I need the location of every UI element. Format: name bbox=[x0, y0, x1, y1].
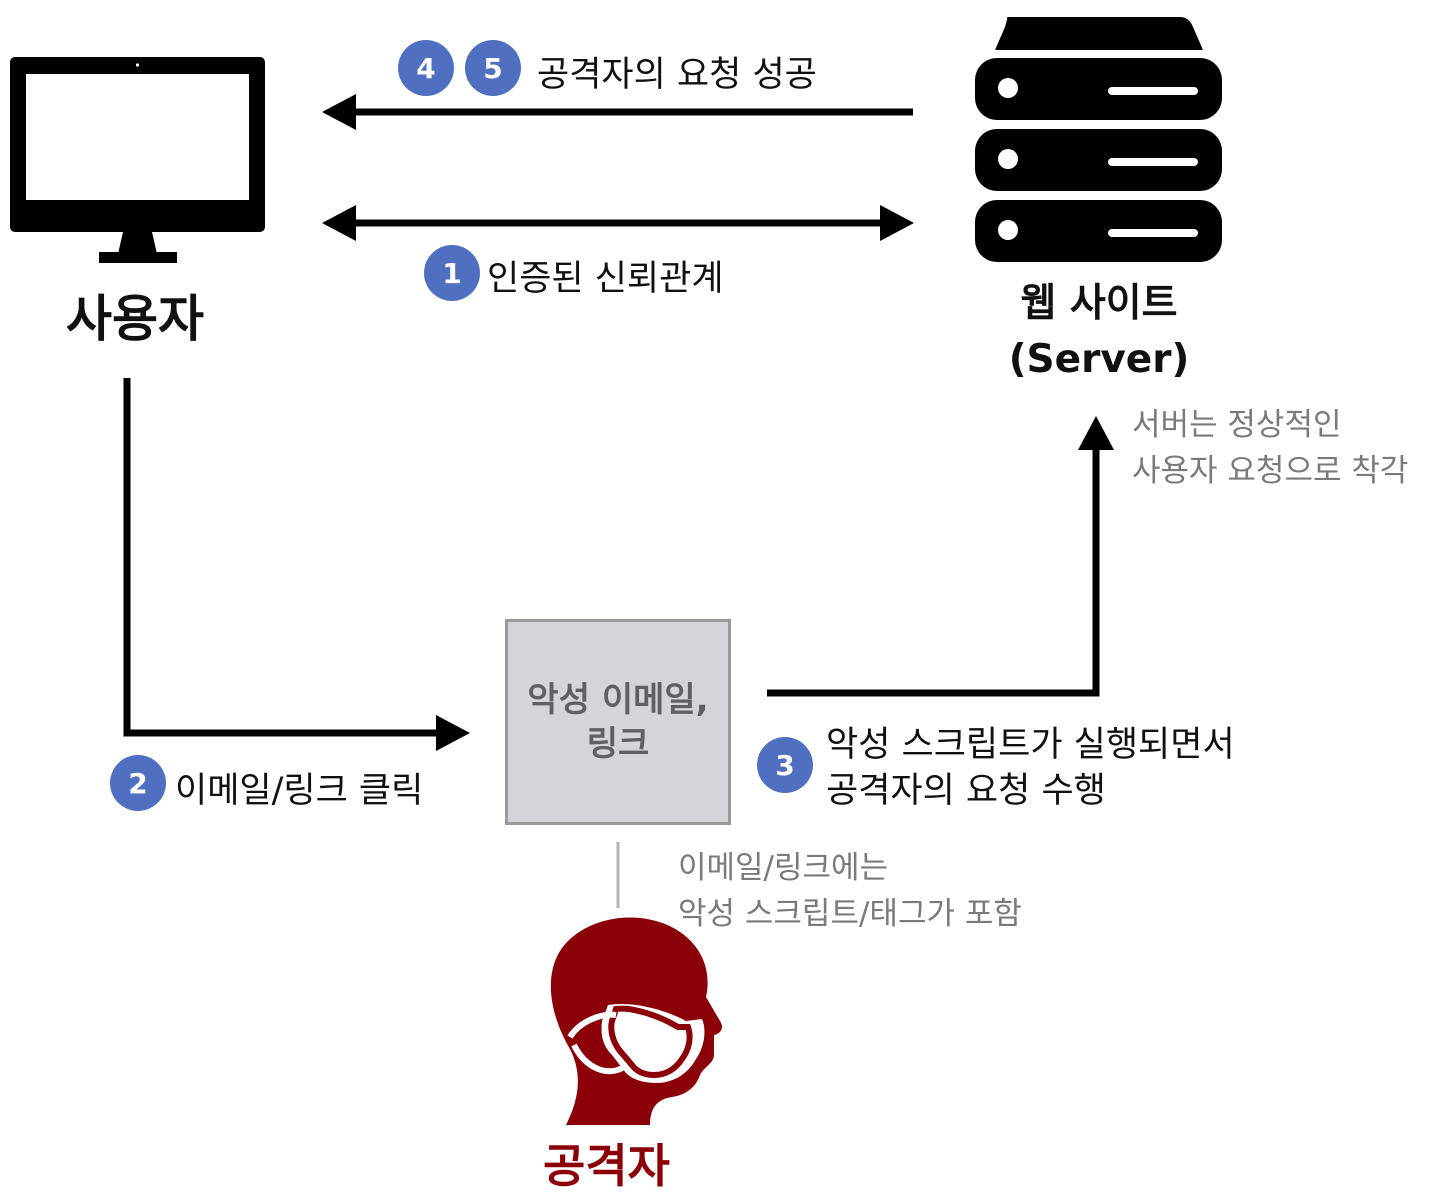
user-title: 사용자 bbox=[66, 290, 204, 348]
malicious-box-line2: 링크 bbox=[586, 724, 650, 764]
malicious-email-box: 악성 이메일, 링크 bbox=[505, 619, 731, 825]
step3-label-line1: 악성 스크립트가 실행되면서 bbox=[826, 725, 1235, 765]
masked-person-icon bbox=[550, 917, 722, 1125]
server-title: 웹 사이트 (Server) bbox=[975, 276, 1223, 388]
arrow-script-request bbox=[767, 416, 1114, 697]
arrow-trust-relationship bbox=[322, 205, 914, 241]
step-badge-4: 4 bbox=[398, 40, 454, 96]
step3-label-line2: 공격자의 요청 수행 bbox=[826, 771, 1106, 811]
server-note-line1: 서버는 정상적인 bbox=[1132, 407, 1342, 443]
step-badge-5: 5 bbox=[465, 40, 521, 96]
arrow-attack-success bbox=[322, 94, 913, 130]
step-badge-2: 2 bbox=[110, 755, 166, 811]
server-note: 서버는 정상적인 사용자 요청으로 착각 bbox=[1132, 402, 1408, 494]
server-title-line1: 웹 사이트 bbox=[1020, 281, 1178, 326]
server-rack-icon bbox=[975, 17, 1222, 262]
step3-label: 악성 스크립트가 실행되면서 공격자의 요청 수행 bbox=[826, 722, 1235, 814]
server-title-line2: (Server) bbox=[1008, 337, 1190, 382]
step1-label: 인증된 신뢰관계 bbox=[487, 259, 724, 299]
attacker-title: 공격자 bbox=[543, 1139, 670, 1193]
email-note: 이메일/링크에는 악성 스크립트/태그가 포함 bbox=[678, 845, 1022, 937]
step-badge-1: 1 bbox=[424, 245, 480, 301]
email-note-line2: 악성 스크립트/태그가 포함 bbox=[678, 896, 1022, 932]
step45-label: 공격자의 요청 성공 bbox=[537, 55, 817, 95]
arrow-click-link bbox=[123, 378, 470, 751]
email-note-line1: 이메일/링크에는 bbox=[678, 850, 889, 886]
server-note-line2: 사용자 요청으로 착각 bbox=[1132, 453, 1409, 489]
step2-label: 이메일/링크 클릭 bbox=[175, 771, 424, 811]
malicious-box-line1: 악성 이메일, bbox=[527, 680, 709, 720]
monitor-icon bbox=[10, 57, 265, 263]
step-badge-3: 3 bbox=[757, 737, 813, 793]
